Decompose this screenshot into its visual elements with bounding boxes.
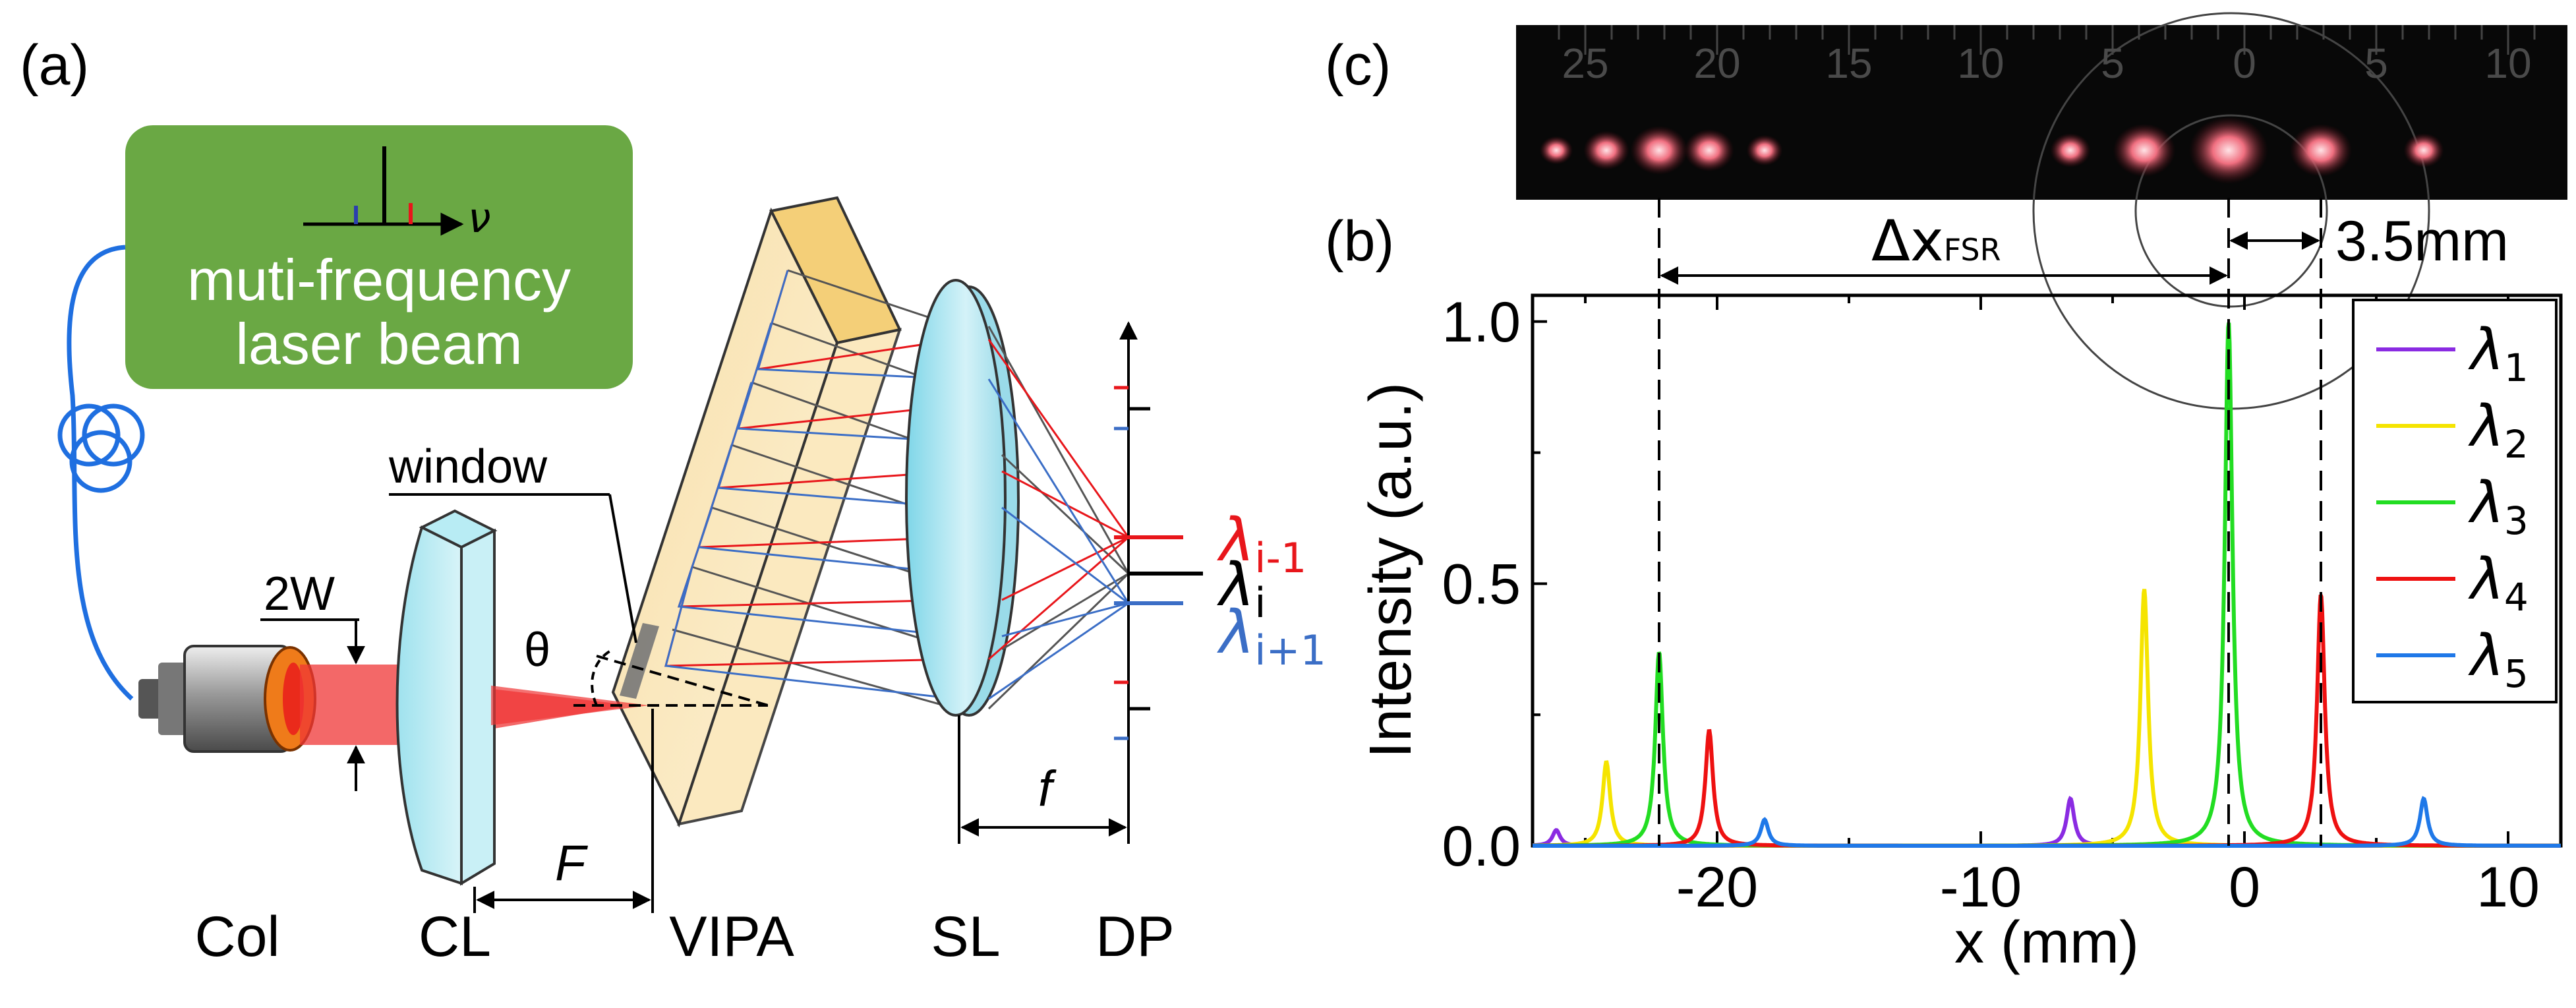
camera-spot — [2289, 123, 2353, 177]
camera-ruler-label: 5 — [2101, 40, 2124, 87]
dashed-markers — [1658, 198, 2322, 846]
theta-arc — [591, 648, 614, 706]
y-tick-label: 0.5 — [1442, 552, 1521, 616]
camera-ruler-ticks — [1558, 25, 2536, 55]
camera-spot — [1539, 136, 1573, 165]
laser-source-line1: muti-frequency — [187, 247, 571, 312]
camera-ruler-label: 5 — [2364, 40, 2388, 87]
legend-label-λ3: λ3 — [2468, 470, 2529, 543]
vipa-etalon — [611, 196, 902, 828]
camera-spot — [2113, 123, 2176, 177]
x-tick-label: 0 — [2229, 856, 2260, 919]
fiber-coil-icon — [57, 403, 145, 493]
vipa-label: VIPA — [669, 905, 794, 968]
camera-ruler-label: 10 — [1957, 40, 2004, 87]
panel-b: (b) ΔxFSR 3.5mm -20 -10 0 10 0.0 0.5 1.0 λ1λ2… — [1325, 198, 2563, 976]
series-lines — [1533, 322, 2561, 848]
window-label: window — [388, 440, 548, 493]
x-tick-label: 10 — [2476, 856, 2540, 919]
panel-b-label: (b) — [1325, 210, 1394, 273]
panel-c-label: (c) — [1325, 34, 1391, 97]
collimator — [138, 645, 316, 753]
collimator-output-aperture — [283, 663, 304, 735]
camera-spot — [1630, 125, 1688, 175]
laser-source-box: ν muti-frequency laser beam — [125, 125, 633, 389]
camera-ruler-label: 20 — [1693, 40, 1740, 87]
F-label: F — [555, 835, 588, 891]
panel-a-label: (a) — [20, 34, 89, 97]
collimator-neck — [158, 663, 191, 735]
detector-plane — [1114, 321, 1203, 831]
legend-label-λ2: λ2 — [2468, 394, 2529, 467]
camera-spot — [2050, 133, 2091, 168]
cl-label: CL — [419, 905, 491, 968]
camera-spot — [1746, 134, 1783, 166]
camera-ruler-label: 0 — [2233, 40, 2256, 87]
vipa-normal-dashed — [596, 655, 769, 707]
focused-beam — [491, 686, 649, 725]
camera-ruler-label: 15 — [1825, 40, 1872, 87]
legend-label-λ5: λ5 — [2468, 623, 2529, 696]
panel-c: (c) 25 20 15 10 5 0 5 10 — [1325, 12, 2567, 410]
offset-label: 3.5mm — [2335, 210, 2509, 273]
lambda-i-plus-1-label: λi+1 — [1217, 598, 1326, 674]
series-line-λ5 — [1533, 796, 2561, 848]
camera-spots — [1539, 117, 2444, 184]
legend-label-λ1: λ1 — [2468, 317, 2529, 390]
x-axis-label: x (mm) — [1954, 910, 2139, 976]
lambda-i-minus-1-label: λi-1 — [1217, 506, 1306, 582]
camera-spot — [1684, 129, 1734, 172]
y-axis-ticks: 0.0 0.5 1.0 — [1442, 291, 1547, 878]
camera-ruler-label: 10 — [2484, 40, 2531, 87]
scan-lens — [905, 279, 1020, 717]
col-label: Col — [194, 905, 279, 968]
delta-fsr-label: ΔxFSR — [1871, 208, 2001, 274]
f-label: f — [1038, 761, 1057, 817]
camera-ruler-label: 25 — [1562, 40, 1608, 87]
camera-image: 25 20 15 10 5 0 5 10 — [1516, 12, 2567, 410]
laser-source-background — [125, 125, 633, 389]
optical-fiber — [67, 245, 134, 701]
cylindrical-lens-side — [460, 528, 496, 886]
window-leader-line — [608, 494, 637, 643]
sl-label: SL — [931, 905, 1000, 968]
laser-source-line2: laser beam — [235, 311, 522, 376]
y-tick-label: 0.0 — [1442, 815, 1521, 878]
camera-spot — [1583, 131, 1629, 170]
camera-image-background — [1516, 25, 2567, 200]
legend-label-λ4: λ4 — [2468, 547, 2529, 620]
camera-spot — [2403, 133, 2444, 168]
y-axis-label: Intensity (a.u.) — [1358, 382, 1424, 758]
panel-a: (a) ν muti-frequency laser beam — [20, 34, 1326, 968]
scan-lens-front — [905, 279, 1007, 717]
y-tick-label: 1.0 — [1442, 291, 1521, 354]
x-axis-ticks: -20 -10 0 10 — [1584, 295, 2540, 919]
x-tick-label: -10 — [1940, 856, 2022, 919]
camera-spot — [2189, 117, 2268, 184]
camera-ruler-labels: 25 20 15 10 5 0 5 10 — [1562, 40, 2531, 87]
dp-label: DP — [1096, 905, 1174, 968]
lambda-i-label: λi — [1217, 550, 1266, 627]
vipa-window — [620, 623, 659, 699]
x-tick-label: -20 — [1676, 856, 1758, 919]
cylindrical-lens — [395, 509, 498, 886]
spectrum-axis-label: ν — [468, 194, 491, 242]
theta-label: θ — [524, 624, 550, 676]
beam-width-label: 2W — [264, 568, 335, 620]
dispersed-rays — [664, 269, 956, 710]
cylindrical-lens-front — [395, 525, 463, 885]
